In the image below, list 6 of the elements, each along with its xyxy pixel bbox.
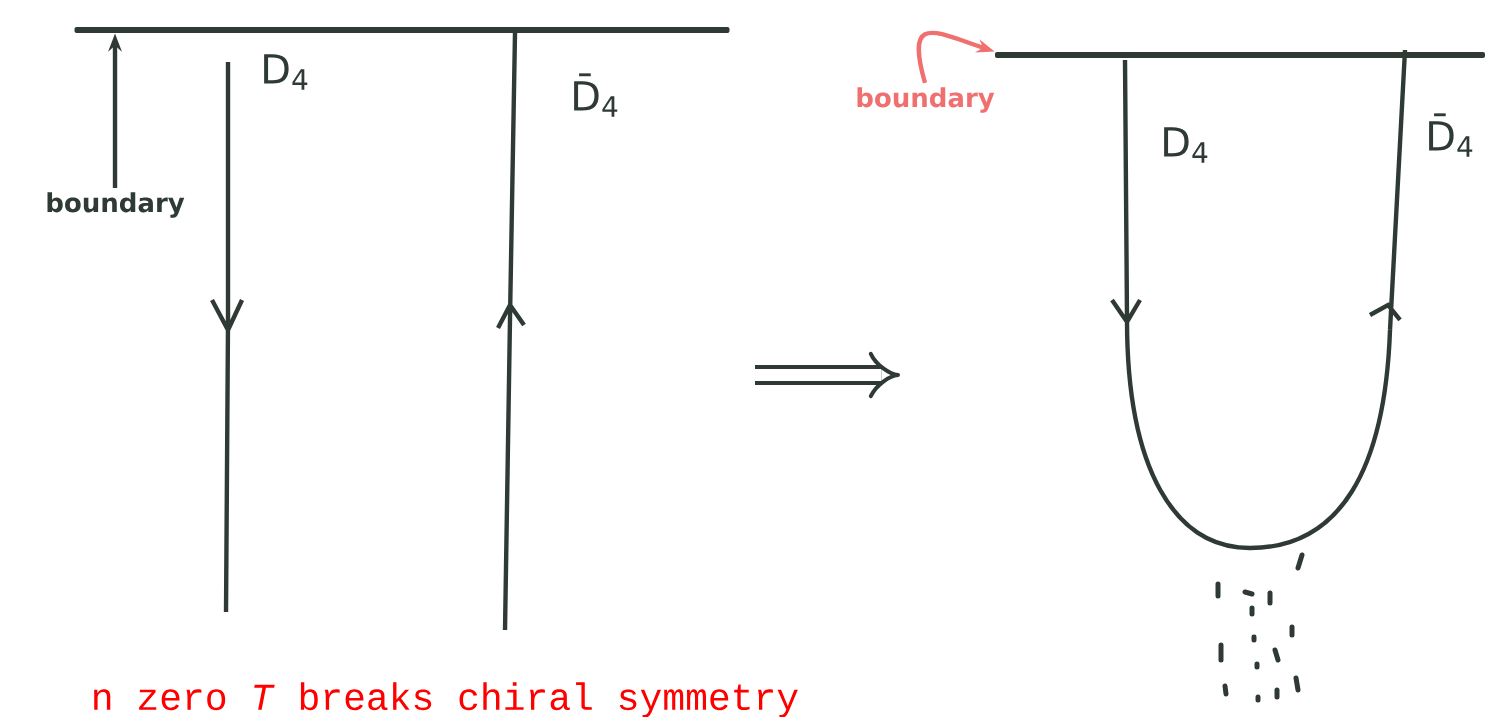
boundary-label: boundary [47,192,185,218]
line-label: D̄$_{4}$ [574,73,618,117]
caption: n zero T breaks chiral symmetry [94,682,798,717]
line-label: D$_{4}$ [1164,127,1208,163]
line-label: D̄$_{4}$ [1429,113,1473,157]
boundary-label: boundary [857,87,995,113]
